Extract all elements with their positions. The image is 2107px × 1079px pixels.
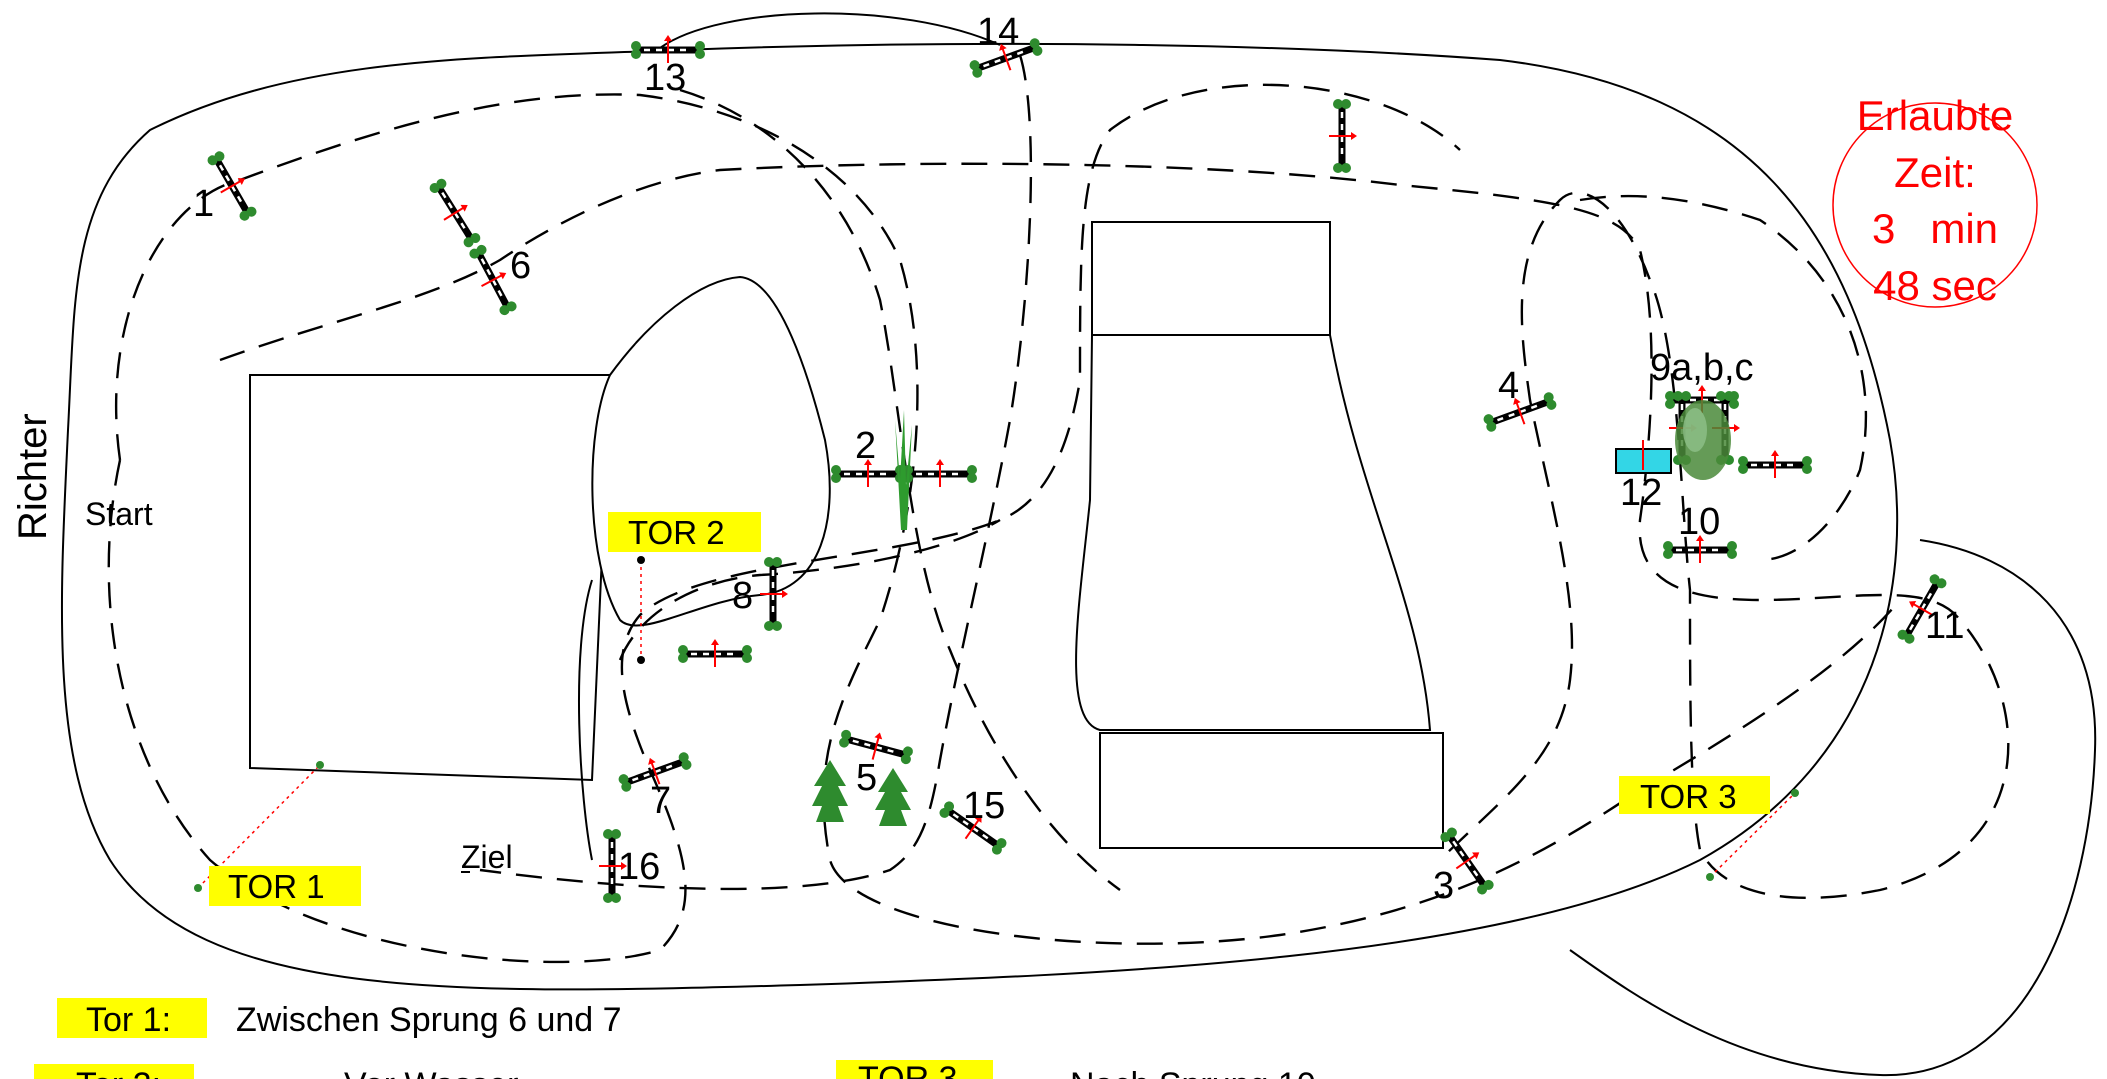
field-extension <box>1569 539 2097 1077</box>
course-route-2 <box>107 83 1461 964</box>
course-route-1 <box>115 93 1901 945</box>
jump-number: 10 <box>1678 501 1720 543</box>
hill-lower-border <box>578 579 593 861</box>
gate-3-line <box>1709 792 1796 878</box>
tree-icon <box>812 760 848 822</box>
allowed-time-line2: Zeit: <box>1894 149 1976 196</box>
hedge-highlight <box>1683 408 1707 452</box>
judge-label: Richter <box>11 413 55 540</box>
jump-number: 6 <box>510 245 531 287</box>
jump-8b <box>678 639 752 667</box>
jump-side-right <box>1738 450 1812 478</box>
gate-1-highlight <box>209 866 361 906</box>
gate-3-post <box>1791 789 1799 797</box>
finish-label: Ziel <box>461 839 513 875</box>
center-block-top <box>1091 221 1331 336</box>
field-boundary <box>60 42 1899 991</box>
center-block <box>1075 221 1432 731</box>
gate-3-post <box>1706 873 1714 881</box>
course-route-3 <box>219 162 2010 900</box>
jump-number: 1 <box>193 183 214 225</box>
start-label: Start <box>85 496 153 532</box>
jump-number: 8 <box>732 575 753 617</box>
field-bump <box>659 12 1001 49</box>
allowed-time-line3: 3 min <box>1872 205 1998 252</box>
jump-number: 14 <box>977 11 1019 53</box>
rectangle-area-left <box>249 374 612 782</box>
tree-icon <box>875 768 911 826</box>
jump-number: 9a,b,c <box>1650 347 1754 389</box>
jump-number: 11 <box>1925 605 1964 647</box>
course-route-5 <box>479 54 1033 891</box>
gate-2-label: TOR 2 <box>628 514 725 551</box>
legend-gate1-highlight <box>57 998 207 1038</box>
jump-number: 3 <box>1433 865 1454 907</box>
legend-gate1-label: Tor 1: <box>86 1001 171 1039</box>
jump-4 <box>1480 385 1559 437</box>
jump-6a <box>424 174 487 252</box>
legend-gate3-highlight <box>836 1060 993 1079</box>
plant-obstacle <box>895 410 912 530</box>
allowed-time-line1: Erlaubte <box>1857 92 2013 139</box>
center-block-bottom <box>1099 732 1444 849</box>
gate-1-label: TOR 1 <box>228 868 325 905</box>
legend-gate2-text: Vor Wasser <box>344 1066 518 1079</box>
gate-2-post <box>637 556 645 564</box>
legend-gate2-label: Tor 2: <box>76 1066 161 1079</box>
course-route-6 <box>1579 194 1868 562</box>
jump-number: 13 <box>644 57 686 99</box>
legend-gate1-text: Zwischen Sprung 6 und 7 <box>236 1001 622 1039</box>
gate-1-post <box>316 761 324 769</box>
gate-3-highlight <box>1619 776 1770 814</box>
gate-2-highlight <box>608 512 761 552</box>
jump-number: 12 <box>1620 472 1662 514</box>
jump-number: 5 <box>856 757 877 799</box>
allowed-time-line4: 48 sec <box>1873 262 1997 309</box>
jump-number: 7 <box>650 780 671 822</box>
allowed-time-circle <box>1832 102 2038 308</box>
gate-3-label: TOR 3 <box>1640 778 1737 815</box>
legend-gate3-text: Nach Sprung 10 <box>1070 1066 1316 1079</box>
jump-2b <box>903 459 977 487</box>
gate-2-post <box>637 656 645 664</box>
jump-number: 4 <box>1498 365 1519 407</box>
jump-top-middle <box>1329 99 1357 173</box>
jump-number: 15 <box>963 785 1005 827</box>
course-route-7 <box>618 518 1001 661</box>
gate-1-post <box>194 884 202 892</box>
jump-number: 2 <box>855 425 876 467</box>
legend-gate3-label: TOR 3 <box>858 1060 958 1079</box>
jump-number: 16 <box>618 846 660 888</box>
legend-gate2-highlight <box>34 1064 194 1079</box>
